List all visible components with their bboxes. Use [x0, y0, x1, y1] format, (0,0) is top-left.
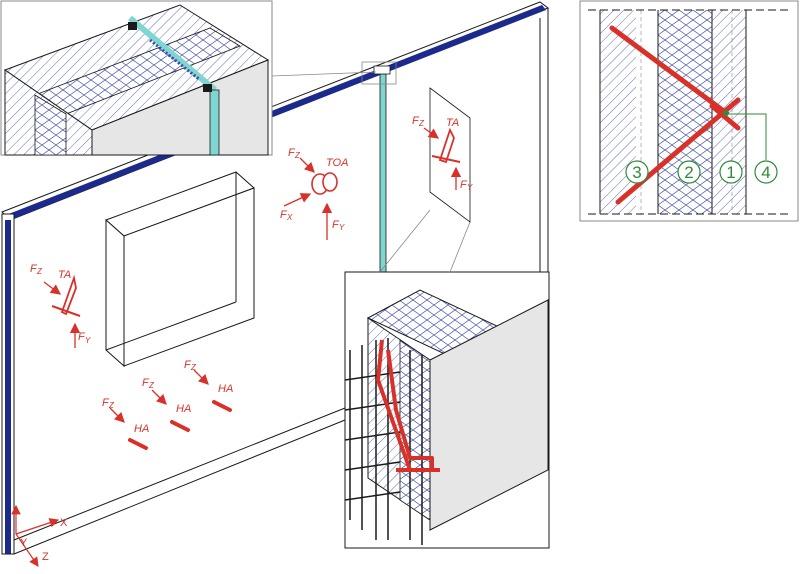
- ha-anchor-3: HA F Z: [184, 359, 233, 412]
- joint-strip-vertical: [209, 89, 220, 156]
- ta-panel-plane: [429, 87, 471, 223]
- wall-top-blue: [6, 5, 546, 220]
- toa-anchor: TOA F Z F X F Y: [280, 147, 348, 240]
- svg-text:X: X: [286, 213, 293, 222]
- section-label-4: 4: [754, 160, 778, 184]
- rebar-mesh: [344, 338, 423, 545]
- svg-text:F: F: [288, 147, 296, 159]
- ha-anchor-2: HA F Z: [142, 377, 191, 432]
- svg-text:HA: HA: [218, 383, 233, 395]
- ha-anchor-1: HA F Z: [102, 397, 149, 450]
- svg-text:1: 1: [726, 163, 735, 182]
- svg-text:4: 4: [761, 163, 770, 182]
- svg-text:Z: Z: [190, 363, 197, 372]
- inset-leader: [271, 71, 377, 77]
- panel-inset-leader-2: [449, 221, 471, 273]
- wall-left-blue: [5, 220, 11, 554]
- svg-text:F: F: [184, 359, 192, 371]
- ta-anchor-3d: [376, 339, 434, 472]
- main-wall: [1, 1, 550, 555]
- wall-section-inset: 3 2 1 4: [579, 0, 799, 222]
- joint-marker: [373, 65, 391, 75]
- joint-detail-inset: [0, 0, 273, 156]
- anchor-rod-upper: [609, 25, 728, 115]
- coordinate-axes: X Y Z: [11, 504, 68, 567]
- axis-x-label: X: [60, 517, 68, 529]
- svg-text:F: F: [412, 115, 420, 127]
- axis-y-label: Y: [20, 537, 28, 549]
- svg-text:Z: Z: [148, 381, 155, 390]
- inset-focus-box: [361, 61, 397, 85]
- fy-main-label: F: [78, 331, 86, 343]
- wall-bottom-edge-2: [13, 407, 346, 541]
- reinforcement-detail-inset: [344, 271, 550, 549]
- anchor-rod-lower: [615, 97, 741, 205]
- svg-text:Z: Z: [36, 267, 43, 276]
- svg-text:Y: Y: [467, 183, 473, 192]
- svg-text:F: F: [280, 209, 288, 221]
- svg-text:F: F: [142, 377, 150, 389]
- ta-anchor-main: TA F Z F Y: [30, 263, 91, 348]
- wall-bottom-edge: [13, 419, 346, 555]
- svg-text:HA: HA: [134, 423, 149, 435]
- svg-text:Y: Y: [85, 336, 91, 345]
- svg-text:Y: Y: [339, 223, 345, 232]
- ta-main-label: TA: [58, 269, 71, 281]
- svg-text:HA: HA: [176, 403, 191, 415]
- panel-joint: [379, 73, 387, 273]
- svg-text:Z: Z: [108, 401, 115, 410]
- svg-text:2: 2: [684, 163, 693, 182]
- svg-text:3: 3: [632, 163, 641, 182]
- svg-text:F: F: [102, 397, 110, 409]
- svg-text:F: F: [460, 179, 468, 191]
- ta-panel-label: TA: [446, 117, 459, 129]
- section-label-1: 1: [719, 160, 743, 184]
- anchor-cross: [709, 103, 741, 131]
- axis-z-label: Z: [42, 551, 49, 563]
- svg-text:Z: Z: [418, 119, 425, 128]
- section-label-2: 2: [677, 160, 701, 184]
- fz-main-label: F: [30, 263, 38, 275]
- svg-text:F: F: [332, 219, 340, 231]
- toa-label: TOA: [326, 157, 348, 169]
- panel-inset-leader: [379, 209, 431, 273]
- window-opening: [105, 171, 255, 368]
- section-label-3: 3: [625, 160, 649, 184]
- svg-text:Z: Z: [294, 151, 301, 160]
- ta-anchor-panel: TA F Z F Y: [412, 115, 473, 192]
